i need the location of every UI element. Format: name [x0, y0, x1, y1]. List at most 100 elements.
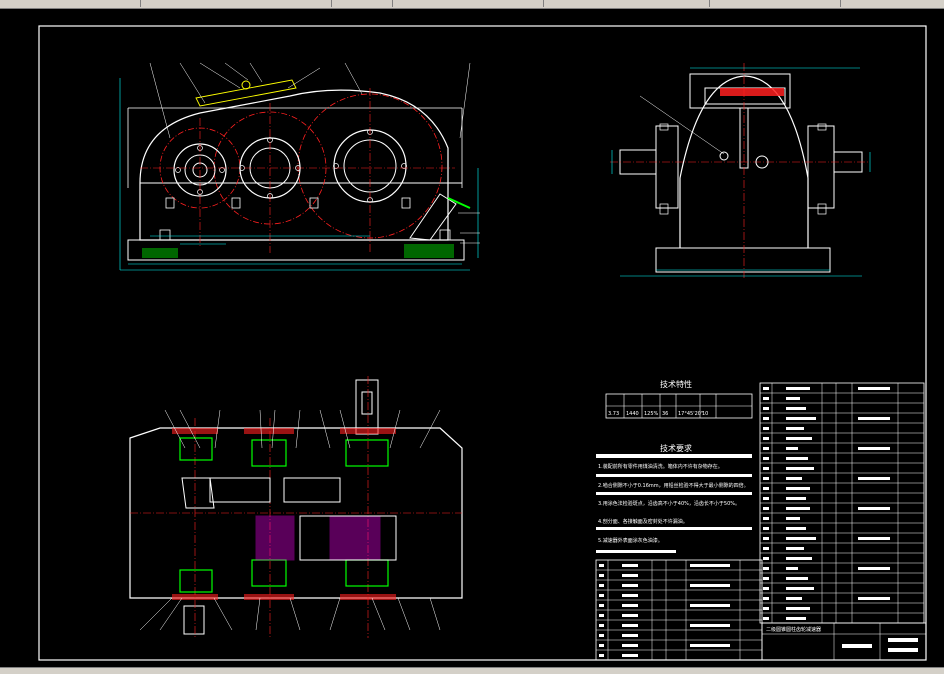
- vent-plug: [241, 80, 251, 90]
- toolbar-segment[interactable]: [141, 0, 332, 7]
- tech-char-title: 技术特性: [660, 379, 692, 389]
- parts-cell-text: [786, 527, 806, 530]
- side-bolts: [659, 123, 827, 215]
- parts-cell-index: [763, 457, 769, 460]
- tc-cell: 3.73: [608, 411, 619, 417]
- toolbar-segment[interactable]: [393, 0, 544, 7]
- parts-cell-text: [786, 567, 798, 570]
- toolbar-segment[interactable]: [332, 0, 393, 7]
- parts-cell-text: [786, 437, 812, 440]
- tc-cell: 125%: [644, 411, 659, 417]
- requirement-line: 1.装配前所有零件用煤油清洗。箱体内不许有杂物存在。: [598, 463, 723, 470]
- lower-cell-index: [599, 644, 604, 647]
- title-block: 二级圆锥圆柱齿轮减速器: [761, 622, 927, 661]
- bevel-gear: [209, 477, 271, 503]
- req-bar: [596, 550, 676, 553]
- parts-cell-index: [763, 537, 769, 540]
- parts-cell-text: [786, 487, 810, 490]
- lower-cell-text: [622, 644, 638, 647]
- requirement-line: 2.啮合侧隙不小于0.16mm，用铅丝检验不得大于最小侧隙的四倍。: [598, 482, 749, 489]
- tech-req-title: 技术要求: [660, 443, 692, 453]
- lower-cell-text: [622, 634, 638, 637]
- parts-cell-text: [786, 447, 798, 450]
- inspection-cover: [195, 79, 297, 107]
- parts-cell-index: [763, 517, 769, 520]
- lower-cell-text: [690, 644, 730, 647]
- parts-cell-text: [786, 577, 808, 580]
- section-leaders-top: [164, 409, 441, 449]
- lower-cell-text: [690, 584, 730, 587]
- parts-cell-index: [763, 477, 769, 480]
- section-leaders-bottom: [139, 597, 441, 631]
- parts-cell-index: [763, 597, 769, 600]
- parts-cell-text: [786, 407, 806, 410]
- parts-cell-text: [786, 507, 810, 510]
- housing-outline: [139, 89, 449, 241]
- requirement-line: 3.用涂色法检验斑点，沿齿高不小于40%，沿齿长不小于50%。: [598, 500, 740, 507]
- lower-cell-text: [690, 564, 730, 567]
- parts-cell-text: [786, 417, 816, 420]
- toolbar-segment[interactable]: [710, 0, 841, 7]
- application-toolbar: [0, 0, 944, 9]
- front-dimensions: [119, 78, 479, 271]
- parts-cell-index: [763, 507, 769, 510]
- parts-cell-index: [763, 617, 769, 620]
- parts-cell-text: [786, 607, 810, 610]
- output-shaft-end: [355, 379, 379, 435]
- lower-cell-index: [599, 604, 604, 607]
- lower-cell-text: [622, 654, 638, 657]
- lower-cell-text: [622, 614, 638, 617]
- parts-list: [759, 382, 925, 624]
- parts-cell-index: [763, 527, 769, 530]
- parts-cell-text: [786, 617, 806, 620]
- cad-drawing-canvas[interactable]: 技术特性 3.73 1440 125% 36 17°45'20" 10 技术要求…: [0, 8, 944, 667]
- drawing-border: [38, 25, 927, 661]
- parts-cell-text: [858, 537, 890, 540]
- parts-cell-index: [763, 577, 769, 580]
- status-bar: [0, 667, 944, 674]
- lower-cell-text: [622, 624, 638, 627]
- tech-characteristics-table: 技术特性 3.73 1440 125% 36 17°45'20" 10: [605, 379, 753, 419]
- bearing-covers: [172, 428, 396, 600]
- lower-cell-text: [622, 574, 638, 577]
- lower-cell-index: [599, 594, 604, 597]
- side-leader: [639, 95, 725, 155]
- parts-cell-index: [763, 557, 769, 560]
- parts-cell-text: [858, 477, 890, 480]
- parts-cell-index: [763, 437, 769, 440]
- toolbar-segment[interactable]: [0, 0, 141, 7]
- side-view: [610, 63, 871, 278]
- front-view: [119, 62, 480, 271]
- bevel-pinion: [181, 477, 215, 509]
- parts-cell-index: [763, 467, 769, 470]
- parts-cell-text: [786, 467, 814, 470]
- lower-cell-text: [622, 584, 638, 587]
- parts-cell-index: [763, 397, 769, 400]
- parts-cell-text: [858, 387, 890, 390]
- output-key: [361, 391, 373, 415]
- section-housing: [129, 427, 463, 599]
- large-gear: [299, 515, 397, 561]
- requirement-line: 5.减速器外表面涂灰色油漆。: [598, 537, 663, 544]
- front-leaders: [149, 62, 480, 244]
- parts-cell-text: [786, 597, 802, 600]
- toolbar-segment[interactable]: [841, 0, 944, 7]
- req-bar: [596, 492, 752, 495]
- req-bar: [596, 474, 752, 477]
- tc-cell: 1440: [626, 411, 639, 417]
- toolbar-segment[interactable]: [544, 0, 710, 7]
- parts-cell-index: [763, 567, 769, 570]
- lower-cell-text: [622, 604, 638, 607]
- oil-gauge: [409, 193, 457, 241]
- housing-flange: [127, 107, 463, 188]
- parts-cell-index: [763, 427, 769, 430]
- parts-cell-index: [763, 407, 769, 410]
- lower-cell-index: [599, 614, 604, 617]
- parts-cell-text: [858, 567, 890, 570]
- lower-cell-text: [690, 624, 730, 627]
- technical-requirements: 技术要求 1.装配前所有零件用煤油清洗。箱体内不许有杂物存在。 2.啮合侧隙不小…: [596, 443, 752, 553]
- nameplate: [720, 88, 784, 96]
- intermediate-gear: [283, 477, 341, 503]
- left-flange: [655, 125, 679, 209]
- parts-cell-text: [786, 547, 804, 550]
